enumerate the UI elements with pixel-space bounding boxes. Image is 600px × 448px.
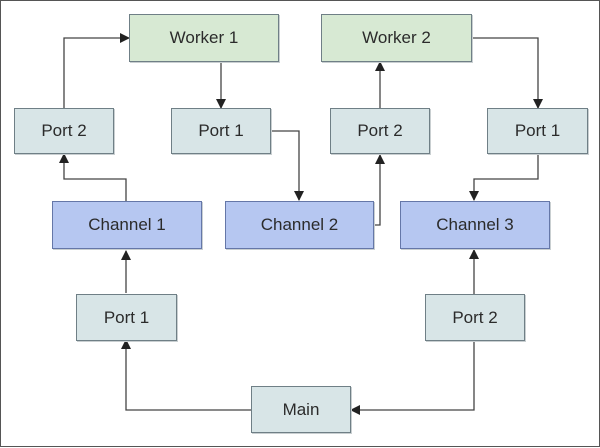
main-node: Main — [251, 386, 351, 433]
port-1-main-node: Port 1 — [76, 294, 177, 341]
channel-1-node: Channel 1 — [52, 201, 202, 249]
port-2-worker-2-node: Port 2 — [330, 108, 430, 154]
channel-3-node: Channel 3 — [400, 201, 550, 249]
port-2-main-node: Port 2 — [425, 294, 525, 341]
arrow-channel1-to-port2 — [59, 153, 127, 201]
arrow-channel2-to-port2 — [374, 154, 385, 226]
port-2-worker-1-side-node: Port 2 — [14, 108, 114, 154]
arrow-port2-to-worker1 — [63, 33, 130, 108]
arrow-port2-to-main — [350, 341, 475, 415]
channel-2-node: Channel 2 — [225, 201, 374, 249]
arrow-worker2-to-port1 — [472, 37, 543, 109]
arrow-port1-to-channel3 — [469, 154, 539, 201]
worker-1-node: Worker 1 — [129, 14, 279, 62]
port-1-worker-2-side-node: Port 1 — [487, 108, 588, 154]
port-1-worker-1-node: Port 1 — [171, 108, 271, 154]
worker-2-node: Worker 2 — [321, 14, 472, 62]
arrow-port1-to-channel2 — [271, 130, 304, 201]
arrow-main-to-port1 — [121, 339, 251, 411]
